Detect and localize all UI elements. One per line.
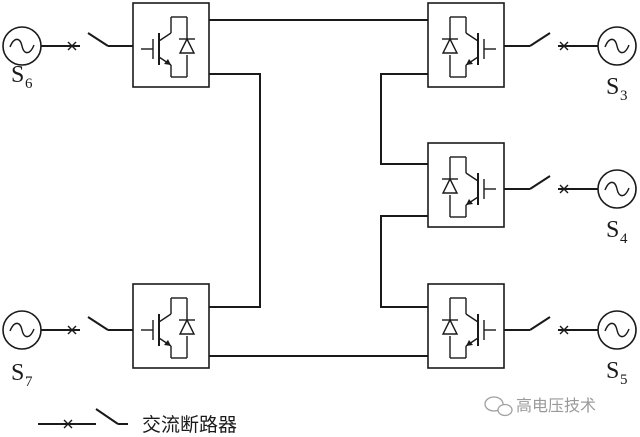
breaker-cross-icon: [559, 184, 569, 194]
source-subscript-s3: 3: [620, 88, 628, 104]
breaker-blade: [87, 32, 109, 47]
source-subscript-s6: 6: [25, 76, 33, 92]
breaker-blade: [529, 175, 551, 190]
source-label-s7: S: [11, 360, 24, 386]
watermark: 高电压技术: [484, 396, 596, 417]
breaker-blade: [87, 316, 109, 331]
legend-ac-breaker: 交流断路器: [38, 408, 237, 436]
source-label-s4: S: [606, 217, 619, 243]
source-subscript-s5: 5: [620, 372, 628, 388]
converter-module-right-middle: [427, 142, 505, 228]
ac-source-s4: S 4: [504, 169, 637, 247]
converter-module-left-bottom: [132, 283, 210, 369]
converter-module-right-top: [427, 2, 505, 88]
source-subscript-s7: 7: [25, 374, 33, 390]
ac-source-s5: S 5: [504, 310, 637, 388]
converter-module-right-bottom: [427, 283, 505, 369]
watermark-text: 高电压技术: [516, 396, 596, 415]
breaker-cross-icon: [559, 41, 569, 51]
legend-label: 交流断路器: [142, 414, 237, 436]
breaker-cross-icon: [63, 419, 73, 429]
source-label-s3: S: [606, 74, 619, 100]
breaker-cross-icon: [559, 325, 569, 335]
source-label-s5: S: [606, 358, 619, 384]
source-label-s6: S: [11, 62, 24, 88]
dc-wiring: [209, 19, 428, 357]
converter-module-left-top: [132, 2, 210, 88]
ac-source-s3: S 3: [504, 26, 637, 104]
chat-bubble-icon: [484, 396, 513, 417]
ac-source-s7: S 7: [2, 310, 133, 390]
breaker-blade: [529, 316, 551, 331]
source-subscript-s4: 4: [620, 231, 628, 247]
ac-source-s6: S 6: [2, 26, 133, 92]
breaker-blade: [529, 32, 551, 47]
